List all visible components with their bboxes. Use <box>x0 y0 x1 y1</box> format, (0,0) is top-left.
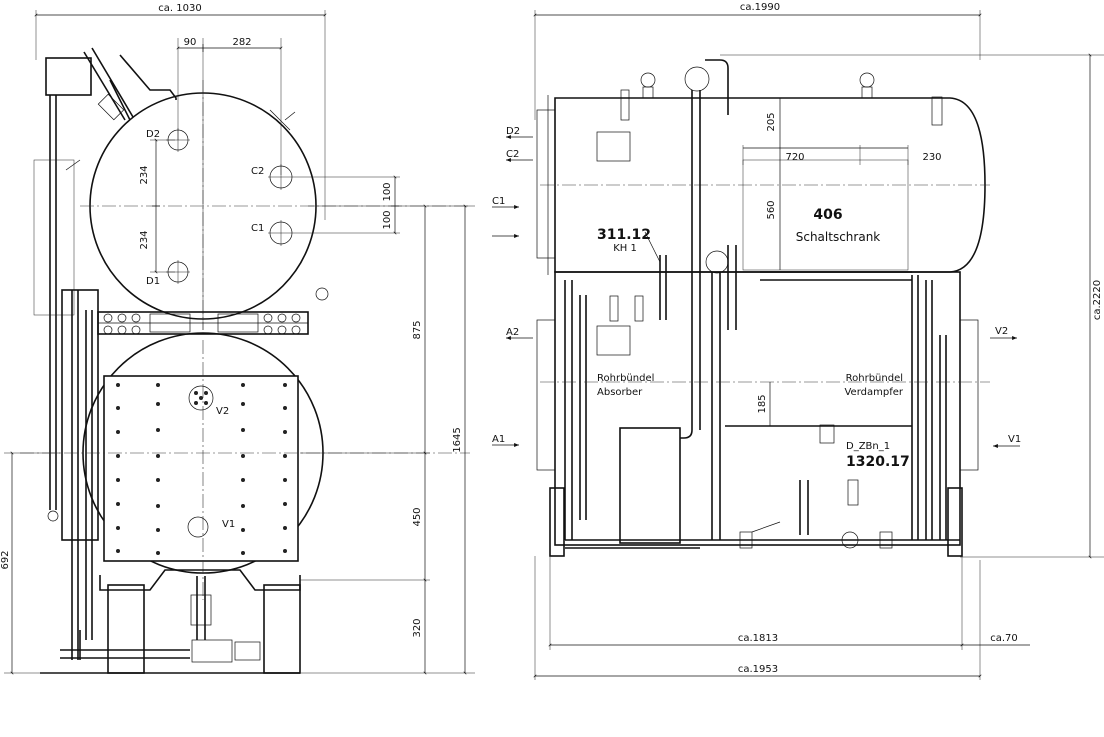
label-rohrbuendel-verdampfer-2: Verdampfer <box>844 387 903 398</box>
cover-bolts <box>116 383 287 555</box>
left-dim-width-label: ca. 1030 <box>158 3 201 14</box>
left-dim-100-b: 100 <box>382 210 393 229</box>
upper-vessel: 720 230 205 560 406 Schaltschrank 311.12… <box>536 72 990 275</box>
left-dim-692-label: 692 <box>0 550 11 569</box>
left-label-c2: C2 <box>251 166 264 177</box>
left-dim-320: 320 <box>412 618 423 637</box>
left-dim-1645: 1645 <box>452 427 463 452</box>
label-rohrbuendel-absorber-1: Rohrbündel <box>597 373 654 384</box>
right-label-d2: D2 <box>506 126 520 137</box>
right-label-v1: V1 <box>1008 434 1021 445</box>
nozzle-v1: V1 <box>187 516 235 538</box>
left-base <box>40 569 301 674</box>
right-label-a1: A1 <box>492 434 505 445</box>
left-dim-100-a: 100 <box>382 182 393 201</box>
left-label-v2: V2 <box>216 406 229 417</box>
right-dim-height: ca.2220 <box>720 53 1104 559</box>
label-rohrbuendel-absorber-2: Absorber <box>597 387 643 398</box>
right-piping <box>564 59 947 540</box>
left-label-c1: C1 <box>251 223 264 234</box>
left-dim-875: 875 <box>412 320 423 339</box>
nozzle-c1: C1 <box>251 220 400 246</box>
label-d-zbn: D_ZBn_1 <box>846 441 890 452</box>
nozzle-d1: D1 <box>146 260 190 287</box>
left-dim-90-282: 90 282 <box>176 37 283 330</box>
left-dim-234-top: 234 <box>139 165 150 184</box>
left-label-d1: D1 <box>146 276 160 287</box>
code-311-12: 311.12 <box>597 227 651 243</box>
right-label-c1: C1 <box>492 196 505 207</box>
label-kh1: KH 1 <box>613 243 637 254</box>
nozzle-v2: V2 <box>188 385 229 417</box>
label-schaltschrank: Schaltschrank <box>796 230 881 244</box>
right-dim-bottom: ca.1813 ca.70 ca.1953 <box>533 556 1030 680</box>
right-label-v2: V2 <box>995 326 1008 337</box>
left-piping <box>33 47 296 660</box>
left-dim-450: 450 <box>412 507 423 526</box>
right-dim-560: 560 <box>766 200 777 219</box>
right-dim-width-label: ca.1990 <box>740 2 780 13</box>
lower-cover-plate <box>103 375 299 562</box>
left-label-d2: D2 <box>146 129 160 140</box>
right-dim-height-label: ca.2220 <box>1092 280 1103 320</box>
right-label-a2: A2 <box>506 327 519 338</box>
left-dim-100: 100 100 <box>382 175 399 235</box>
right-view: ca.1990 ca.2220 720 230 <box>492 2 1104 680</box>
right-label-c2: C2 <box>506 149 519 160</box>
left-flange-band <box>61 287 329 541</box>
right-dim-1813: ca.1813 <box>738 633 778 644</box>
left-dim-90-label: 90 <box>184 37 197 48</box>
right-dim-70: ca.70 <box>990 633 1018 644</box>
nozzle-c2: C2 <box>251 164 400 190</box>
right-dim-1953: ca.1953 <box>738 664 778 675</box>
left-view: ca. 1030 90 282 D2 D1 C2 <box>0 3 475 675</box>
right-dim-720: 720 <box>785 152 804 163</box>
right-dim-width: ca.1990 <box>533 2 982 120</box>
label-rohrbuendel-verdampfer-1: Rohrbündel <box>846 373 903 384</box>
code-1320-17: 1320.17 <box>846 454 910 470</box>
right-connection-arrows: D2 C2 C1 A2 A1 V2 V1 <box>492 126 1021 448</box>
right-dim-185: 185 <box>757 394 768 413</box>
left-dim-234-bottom: 234 <box>139 230 150 249</box>
right-base <box>549 480 963 557</box>
left-dim-chain: 875 450 320 1645 <box>300 204 475 675</box>
left-dim-692: 692 <box>0 451 60 675</box>
right-dim-230: 230 <box>922 152 941 163</box>
left-dim-234: 234 234 <box>139 138 175 274</box>
right-dim-205: 205 <box>766 112 777 131</box>
left-label-v1: V1 <box>222 519 235 530</box>
lower-vessel: 185 Rohrbündel Absorber Rohrbündel Verda… <box>536 271 990 546</box>
left-dim-width: ca. 1030 <box>34 3 327 220</box>
code-406: 406 <box>813 207 842 223</box>
left-dim-282-label: 282 <box>232 37 251 48</box>
